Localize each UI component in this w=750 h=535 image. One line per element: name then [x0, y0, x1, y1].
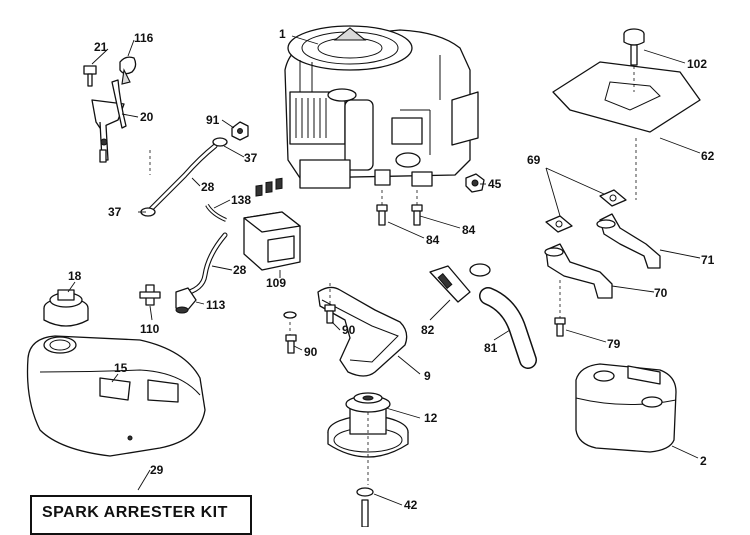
muffler-part-2	[575, 363, 677, 453]
belt-guard-part-9	[317, 286, 408, 377]
callout-1: 1	[279, 27, 286, 41]
callout-28-upper: 28	[201, 180, 215, 194]
exhaust-pipe-part-71	[596, 213, 661, 269]
callout-82: 82	[421, 323, 435, 337]
callout-84-upper: 84	[462, 223, 476, 237]
callout-37-left: 37	[108, 205, 122, 219]
nut-part-45	[465, 173, 485, 193]
exhaust-pipe-part-70	[544, 243, 613, 299]
callout-90-lower: 90	[304, 345, 318, 359]
gasket-part-69	[545, 189, 627, 233]
callout-2: 2	[700, 454, 707, 468]
engine-bolt-part-84	[376, 190, 423, 226]
callout-28-lower: 28	[233, 263, 247, 277]
fitting-part-91	[231, 121, 249, 141]
fuel-cap-part-18	[43, 289, 89, 327]
leader-lines	[67, 35, 701, 506]
callout-69: 69	[527, 153, 541, 167]
callout-91: 91	[206, 113, 220, 127]
callout-15: 15	[114, 361, 128, 375]
callout-90-upper: 90	[342, 323, 356, 337]
knob-part-116	[119, 56, 137, 85]
screw-part-21	[83, 65, 97, 87]
callout-20: 20	[140, 110, 154, 124]
callout-21: 21	[94, 40, 108, 54]
throttle-control-part-20	[91, 79, 127, 163]
callout-62: 62	[701, 149, 715, 163]
assembly-guide-lines	[149, 66, 637, 335]
callout-84-lower: 84	[426, 233, 440, 247]
callout-71: 71	[701, 253, 715, 267]
callout-138: 138	[231, 193, 251, 207]
engine-part-1	[284, 25, 479, 189]
hose-part-138	[205, 203, 227, 222]
callout-81: 81	[484, 341, 498, 355]
spark-arrester-kit-label: SPARK ARRESTER KIT	[42, 504, 228, 521]
fitting-part-110	[139, 284, 161, 306]
hose-part-81	[479, 287, 537, 369]
callout-116: 116	[134, 31, 154, 45]
callout-102: 102	[687, 57, 707, 71]
callout-18: 18	[68, 269, 82, 283]
callout-79: 79	[607, 337, 621, 351]
fuel-tank-part-15	[26, 335, 206, 457]
knob-part-102	[623, 28, 645, 66]
callout-9: 9	[424, 369, 431, 383]
callout-70: 70	[654, 286, 668, 300]
spark-arrester-kit-box: SPARK ARRESTER KIT	[30, 495, 252, 535]
fuel-filter-part-113	[175, 287, 197, 314]
fuel-line-part-28	[147, 143, 228, 297]
fuel-pump-part-109	[243, 177, 301, 271]
bolt-part-90	[283, 283, 336, 354]
callout-numbers: 1 2 9 12 15 18 20 21 28 28 29 37 37 42 4…	[68, 27, 715, 512]
callout-37-right: 37	[244, 151, 258, 165]
callout-109: 109	[266, 276, 286, 290]
connector-part-82	[429, 263, 491, 303]
callout-42: 42	[404, 498, 418, 512]
callout-45: 45	[488, 177, 502, 191]
callout-29: 29	[150, 463, 164, 477]
callout-110: 110	[140, 322, 160, 336]
bolt-part-79	[554, 280, 566, 337]
callout-12: 12	[424, 411, 438, 425]
heat-shield-part-62	[552, 61, 701, 133]
callout-113: 113	[206, 298, 226, 312]
bolt-part-42	[356, 412, 374, 527]
